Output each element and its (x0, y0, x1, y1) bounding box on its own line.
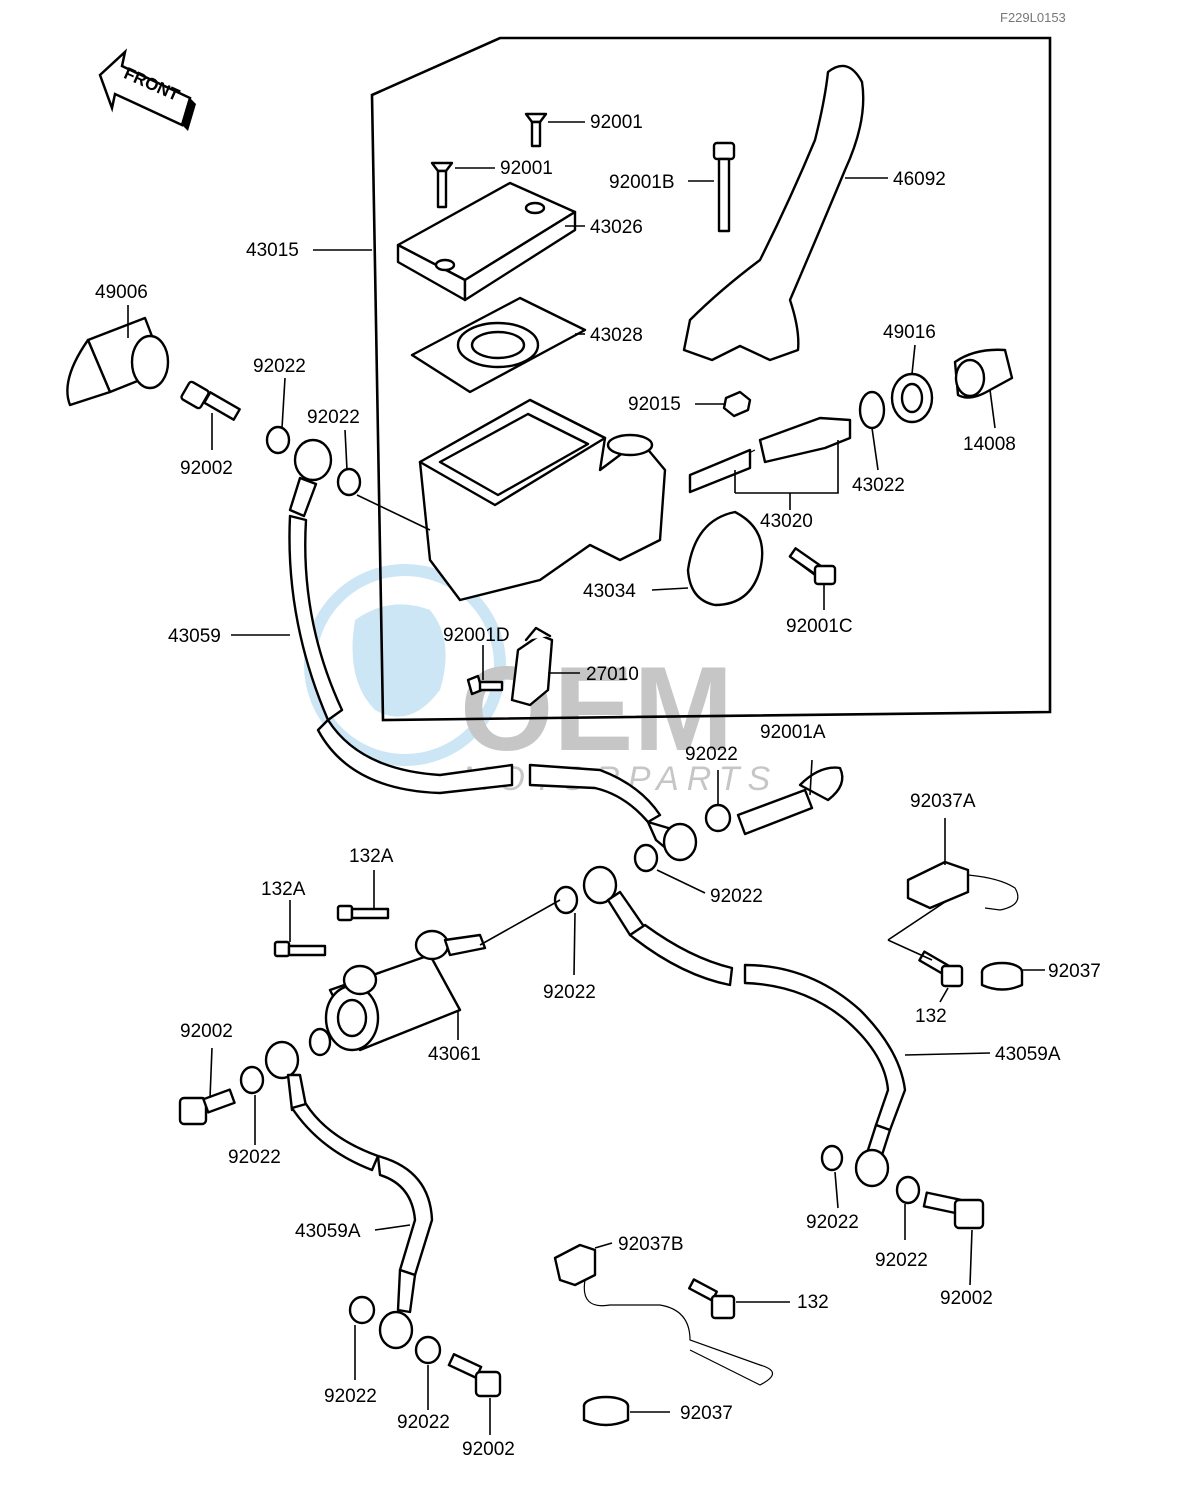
label-49016: 49016 (883, 322, 936, 343)
label-92022-upper-a: 92022 (253, 356, 306, 377)
hose-43059 (288, 438, 698, 862)
label-92001A: 92001A (760, 722, 826, 743)
banjo-bolt-92002-bottom (447, 1353, 502, 1398)
label-92002-left: 92002 (180, 1021, 233, 1042)
bolt-132A-upper (336, 904, 390, 922)
bolt-92001B (712, 141, 736, 233)
part-labels: 92001 92001 92001B 46092 43026 43015 490… (95, 112, 1101, 1460)
label-92022-left: 92022 (228, 1147, 281, 1168)
label-92022-upper-b: 92022 (307, 407, 360, 428)
banjo-bolt-92002-left (178, 1088, 236, 1126)
washer-43022 (858, 390, 886, 430)
washer-92022-mid-a (704, 803, 732, 833)
label-43028: 43028 (590, 325, 643, 346)
label-92022-mid-a: 92022 (685, 744, 738, 765)
label-92022-hose: 92022 (543, 982, 596, 1003)
washer-92022-left (239, 1065, 265, 1095)
bolt-132-lower (687, 1278, 736, 1320)
washer-92022-right-a (820, 1144, 844, 1172)
bolt-92001C (788, 547, 837, 586)
banjo-bolt-92002-right (922, 1191, 985, 1230)
label-132-lower: 132 (797, 1292, 829, 1313)
label-49006: 49006 (95, 282, 148, 303)
label-92002-right: 92002 (940, 1288, 993, 1309)
label-27010: 27010 (586, 664, 639, 685)
label-43022: 43022 (852, 475, 905, 496)
label-92001-second: 92001 (500, 158, 553, 179)
master-cylinder-body (418, 398, 667, 602)
reference-code: F229L0153 (1000, 10, 1066, 25)
assembly-frame (370, 36, 1052, 722)
washer-92022-bottom-b (414, 1335, 442, 1365)
brake-switch-27010 (510, 626, 554, 707)
label-43034: 43034 (583, 581, 636, 602)
label-92022-right-a: 92022 (806, 1212, 859, 1233)
label-92037B: 92037B (618, 1234, 684, 1255)
nut-92015 (722, 390, 752, 418)
label-92015: 92015 (628, 394, 681, 415)
front-arrow: FRONT (98, 48, 196, 131)
label-92001-top: 92001 (590, 112, 643, 133)
label-132-upper: 132 (915, 1006, 947, 1027)
label-43015: 43015 (246, 240, 299, 261)
label-92002-bottom: 92002 (462, 1439, 515, 1460)
leader-lines (127, 121, 1045, 1435)
label-92022-bottom-b: 92022 (397, 1412, 450, 1433)
clamp (686, 510, 764, 607)
label-132A-lower: 132A (261, 879, 306, 900)
grommet-92037-upper (980, 961, 1024, 991)
watermark-brand: OEM (460, 642, 733, 776)
washer-92022-bottom-a (348, 1295, 376, 1325)
washer-92022-upper-b (336, 467, 362, 497)
bracket-92037A (906, 860, 1019, 911)
label-92037-lower: 92037 (680, 1403, 733, 1424)
banjo-bolt-92001A (736, 766, 844, 836)
label-46092: 46092 (893, 169, 946, 190)
label-92037-upper: 92037 (1048, 961, 1101, 982)
cover-49006 (66, 316, 170, 407)
label-43059A-left: 43059A (295, 1221, 361, 1242)
joint-43061 (324, 929, 487, 1052)
hose-43059A-left (264, 1040, 434, 1350)
banjo-bolt-92002-upper (180, 380, 241, 421)
label-92022-mid-b: 92022 (710, 886, 763, 907)
label-43061: 43061 (428, 1044, 481, 1065)
label-92022-right-b: 92022 (875, 1250, 928, 1271)
screw-92001D (466, 674, 504, 696)
label-43026: 43026 (590, 217, 643, 238)
label-132A-upper: 132A (349, 846, 394, 867)
label-92001B: 92001B (609, 172, 675, 193)
screw-92001-top (524, 112, 548, 148)
hose-43059A-right (553, 865, 907, 1188)
washer-92022-right-b (895, 1175, 921, 1205)
label-92002-upper: 92002 (180, 458, 233, 479)
watermark-continent-icon (352, 604, 446, 717)
bracket-92037B (553, 1243, 774, 1386)
piston-assembly (688, 416, 852, 494)
label-92022-bottom-a: 92022 (324, 1386, 377, 1407)
label-43059A-right: 43059A (995, 1044, 1061, 1065)
boot-49016 (890, 372, 934, 424)
reservoir-cap (396, 181, 577, 302)
dust-cover-14008 (953, 348, 1014, 399)
washer-92022-mid-b (633, 843, 659, 873)
label-43020: 43020 (760, 511, 813, 532)
label-14008: 14008 (963, 434, 1016, 455)
bolt-132A-lower (273, 940, 327, 958)
grommet-92037-lower (582, 1395, 630, 1427)
label-92001D: 92001D (443, 625, 510, 646)
washer-92022-upper-a (265, 425, 291, 455)
screw-92001-second (430, 161, 454, 209)
brake-lever (682, 64, 865, 362)
label-92037A: 92037A (910, 791, 976, 812)
label-92001C: 92001C (786, 616, 853, 637)
washer-92022-joint (308, 1027, 332, 1057)
label-43059: 43059 (168, 626, 221, 647)
diaphragm (410, 296, 587, 394)
front-arrow-shadow (182, 98, 196, 131)
